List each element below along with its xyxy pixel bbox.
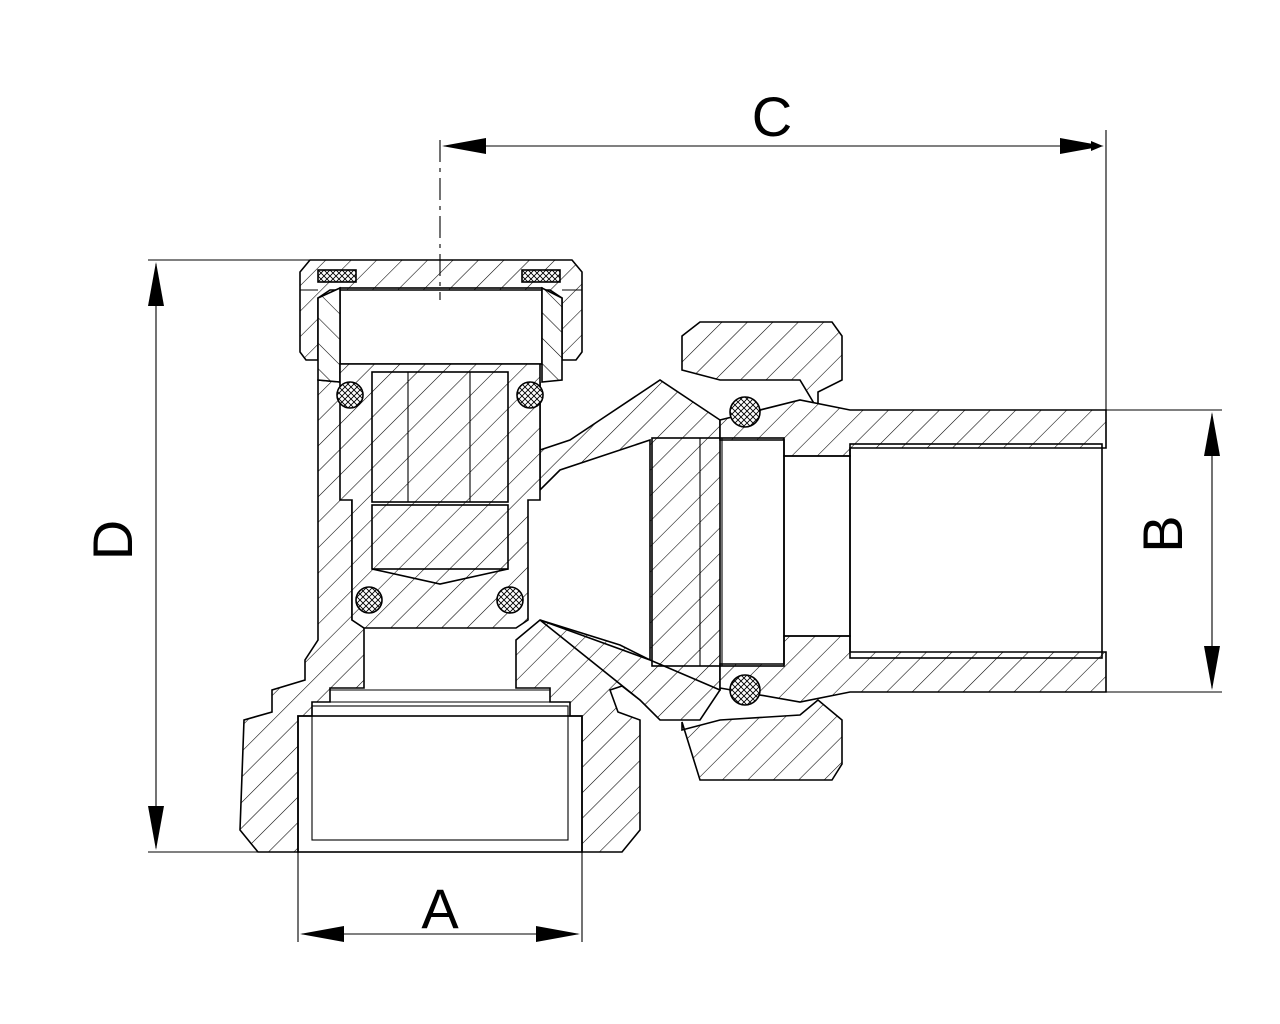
valve-insert: [336, 363, 544, 629]
outlet-tail: [651, 396, 1107, 706]
dimension-A: A: [297, 852, 583, 942]
dimension-D: D: [81, 259, 310, 853]
dimension-C: C: [442, 85, 1107, 410]
dimension-label-A: A: [421, 877, 459, 940]
dimension-label-D: D: [81, 520, 144, 560]
dimension-label-B: B: [1131, 515, 1194, 552]
dimension-B: B: [1106, 409, 1222, 693]
inlet-socket: [297, 689, 583, 853]
top-cap: [299, 259, 583, 383]
dimension-label-C: C: [752, 85, 792, 148]
union-nut: [681, 321, 843, 781]
